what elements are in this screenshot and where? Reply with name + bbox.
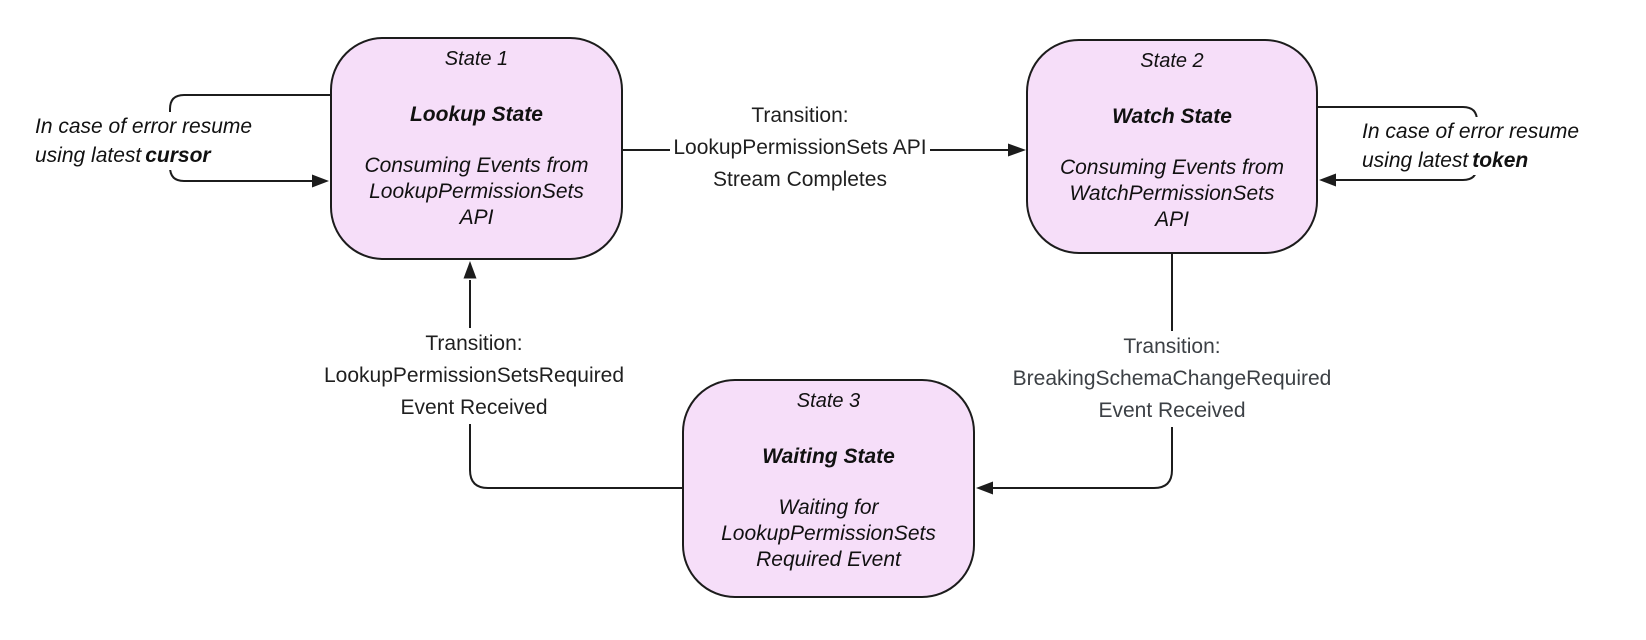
transition-label-breaking-schema-change: Transition: BreakingSchemaChangeRequired… (992, 331, 1352, 427)
arrowhead-loop-into-state2 (1319, 173, 1336, 187)
transition-text: LookupPermissionSets API (670, 132, 930, 164)
transition-line: Stream Completes (608, 164, 992, 196)
error-text-keyword: token (1472, 146, 1533, 175)
transition-text: BreakingSchemaChangeRequired (1009, 363, 1335, 395)
error-text: using latest token (1362, 146, 1537, 175)
state3-title: State 3 (796, 390, 861, 412)
transition-text: Event Received (397, 392, 551, 424)
state2-name: Watch State (1112, 105, 1232, 128)
transition-line: LookupPermissionSets API (608, 132, 992, 164)
transition-line: Transition: (608, 100, 992, 132)
transition-text: Transition: (422, 328, 526, 360)
state1-box (330, 37, 623, 260)
transition-line: LookupPermissionSetsRequired (294, 360, 654, 392)
error-line: In case of error resume (35, 112, 257, 141)
error-text-prefix: using latest (1362, 146, 1473, 175)
error-line: using latest token (1362, 146, 1583, 175)
error-text: In case of error resume (1362, 117, 1584, 146)
arrow-state2-to-state3 (992, 253, 1173, 489)
transition-line: Event Received (992, 395, 1352, 427)
error-line: using latest cursor (35, 141, 256, 170)
state2-title: State 2 (1140, 50, 1204, 72)
error-text: In case of error resume (35, 112, 257, 141)
state3-name: Waiting State (762, 445, 895, 468)
arrowhead-into-state2 (1008, 143, 1026, 157)
error-text-keyword: cursor (145, 141, 215, 170)
state1-name: Lookup State (409, 103, 543, 126)
connector-layer (169, 37, 1478, 598)
state1-description: Consuming Events from LookupPermissionSe… (364, 154, 589, 229)
transition-line: Transition: (294, 328, 654, 360)
arrowhead-into-state1 (463, 261, 477, 279)
arrowhead-into-state3 (976, 481, 993, 495)
error-text-prefix: using latest (35, 141, 146, 170)
transition-text: LookupPermissionSetsRequired (321, 360, 627, 392)
error-line: In case of error resume (1362, 117, 1584, 146)
state2-description: Consuming Events from WatchPermissionSet… (1059, 156, 1285, 231)
transition-text: Transition: (748, 100, 852, 132)
arrowhead-loop-into-state1 (312, 174, 329, 188)
transition-label-lookup-required: Transition: LookupPermissionSetsRequired… (294, 328, 654, 424)
error-label-token: In case of error resume using latest tok… (1362, 117, 1584, 175)
state1-content: State 1 Lookup State Consuming Events fr… (331, 38, 622, 259)
error-label-cursor: In case of error resume using latest cur… (35, 112, 257, 170)
transition-line: BreakingSchemaChangeRequired (992, 363, 1352, 395)
transition-text: Stream Completes (710, 164, 890, 196)
transition-text: Event Received (1095, 395, 1249, 427)
transition-text: Transition: (1120, 331, 1224, 363)
transition-line: Transition: (992, 331, 1352, 363)
state3-description: Waiting for LookupPermissionSets Require… (721, 496, 936, 571)
transition-line: Event Received (294, 392, 654, 424)
error-text: using latest cursor (35, 141, 219, 170)
arrowhead-layer (312, 143, 1336, 495)
state1-title: State 1 (444, 48, 509, 70)
state3-content: State 3 Waiting State Waiting for Lookup… (683, 380, 974, 597)
arrow-state3-to-state1 (469, 280, 683, 489)
transition-label-stream-completes: Transition: LookupPermissionSets API Str… (608, 100, 992, 196)
state2-content: State 2 Watch State Consuming Events fro… (1027, 40, 1317, 253)
